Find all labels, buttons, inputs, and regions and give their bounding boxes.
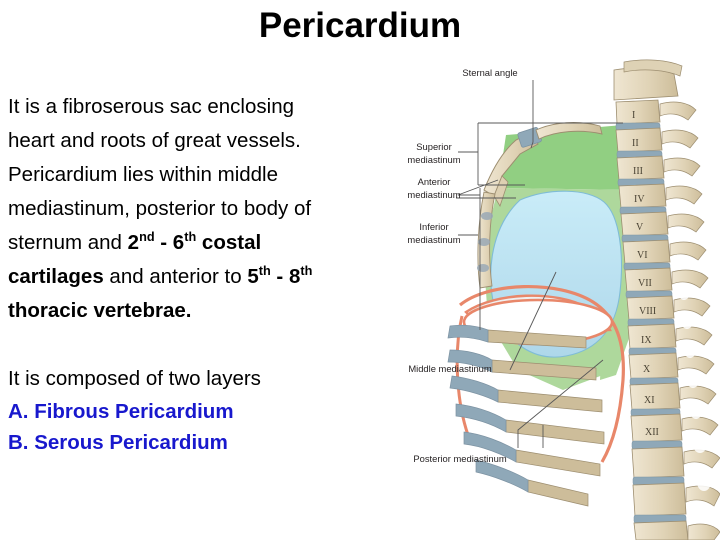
vertebra-end-ordinal: th	[300, 263, 313, 279]
body-line-2: heart and roots of great vessels.	[8, 124, 378, 158]
vertebra-label-VII: VII	[638, 278, 652, 289]
body-line-5: sternum and 2nd - 6th costal	[8, 226, 378, 260]
vertebra-label-II: II	[632, 138, 639, 149]
diaphragm-outline	[458, 284, 625, 463]
vertebra-label-XII: XII	[645, 427, 659, 438]
body-line-2-text: heart and roots of great vessels.	[8, 129, 301, 152]
list-item: A. Fibrous Pericardium	[8, 400, 234, 423]
costal-start-number: 2	[127, 231, 140, 254]
label-inferior-mediastinum-line1: Inferior	[419, 221, 448, 232]
label-superior-mediastinum-line2: mediastinum	[407, 154, 460, 165]
layers-intro-text: It is composed of two layers	[8, 367, 261, 390]
vertebra-start-ordinal: th	[258, 263, 271, 279]
clavicle-bone	[535, 122, 603, 140]
body-line-1: It is a fibroserous sac enclosing	[8, 90, 378, 124]
label-middle-mediastinum: Middle mediastinum	[408, 363, 492, 374]
costal-start-ordinal: nd	[139, 229, 155, 245]
layers-list: A. Fibrous Pericardium B. Serous Pericar…	[8, 396, 378, 458]
vertebra-label-III: III	[633, 166, 643, 177]
cartilages-word: cartilages	[8, 265, 104, 288]
page-title: Pericardium	[258, 6, 462, 45]
vertebra-label-IV: IV	[634, 194, 645, 205]
body-line-1-text: It is a fibroserous sac enclosing	[8, 95, 294, 118]
thoracic-vertebrae-phrase: thoracic vertebrae.	[8, 299, 192, 322]
costal-end-number: - 6	[154, 231, 185, 254]
vertebra-label-IX: IX	[641, 335, 652, 346]
body-line-5-plain: sternum and	[8, 231, 128, 254]
vertebra-label-XI: XI	[644, 395, 655, 406]
vertebra-label-I: I	[632, 110, 635, 121]
vertebra-label-V: V	[636, 222, 644, 233]
label-anterior-mediastinum-line1: Anterior	[418, 176, 451, 187]
vertebra-start-number: 5	[247, 265, 259, 288]
label-posterior-mediastinum: Posterior mediastinum	[413, 453, 506, 464]
body-line-3-text: Pericardium lies within middle	[8, 163, 279, 186]
body-line-6: cartilages and anterior to 5th - 8th	[8, 260, 378, 294]
body-line-6-plain: and anterior to	[103, 265, 248, 288]
vertebra-label-X: X	[643, 364, 651, 375]
label-inferior-mediastinum-line2: mediastinum	[407, 234, 460, 245]
body-line-3: Pericardium lies within middle	[8, 158, 378, 192]
vertebra-label-VIII: VIII	[639, 306, 656, 317]
label-anterior-mediastinum-line2: mediastinum	[407, 189, 460, 200]
vertebra-numerals: I II III IV V VI VII VIII IX X XI XII	[632, 110, 659, 438]
body-line-4: mediastinum, posterior to body of	[8, 192, 378, 226]
sternum-body-bone	[493, 175, 509, 207]
body-line-7: thoracic vertebrae.	[8, 294, 378, 328]
costal-word: costal	[196, 231, 262, 254]
list-item: B. Serous Pericardium	[8, 431, 228, 454]
leader-lines	[456, 80, 623, 448]
vertebral-column	[613, 59, 720, 540]
label-superior-mediastinum-line1: Superior	[416, 141, 451, 152]
vertebra-label-VI: VI	[637, 250, 648, 261]
costal-end-ordinal: th	[184, 229, 197, 245]
label-sternal-angle: Sternal angle	[462, 67, 517, 78]
mediastinum-anatomy-figure: I II III IV V VI VII VIII IX X XI XII	[388, 30, 720, 540]
body-paragraph: It is a fibroserous sac enclosing heart …	[8, 90, 378, 328]
vertebra-end-number: - 8	[270, 265, 301, 288]
rib-group	[447, 324, 605, 507]
body-line-4-text: mediastinum, posterior to body of	[8, 197, 312, 220]
